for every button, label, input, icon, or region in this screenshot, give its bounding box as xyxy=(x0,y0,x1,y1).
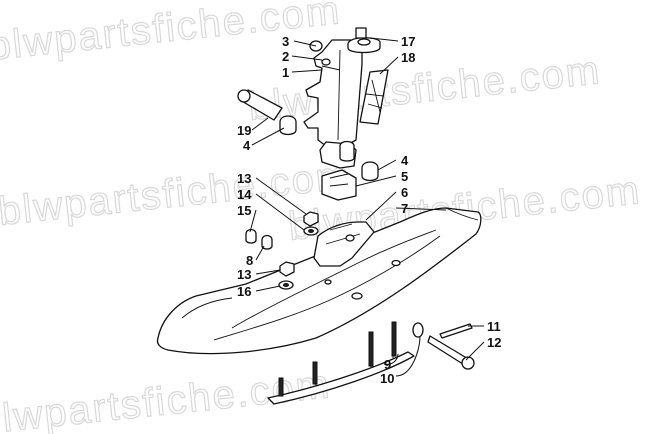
pivot-bolt xyxy=(412,322,475,370)
callout-4-lower: 4 xyxy=(401,153,409,168)
callout-3: 3 xyxy=(282,34,289,49)
callout-15: 15 xyxy=(237,203,251,218)
callout-1: 1 xyxy=(282,65,289,80)
hardware-nuts-washers xyxy=(245,211,319,290)
callout-9: 9 xyxy=(384,357,391,372)
callout-17: 17 xyxy=(401,34,415,49)
callout-11: 11 xyxy=(487,319,501,334)
callout-10: 10 xyxy=(380,371,394,386)
callout-13-lower: 13 xyxy=(237,267,251,282)
callout-labels: 3 2 1 17 18 19 4 4 5 6 7 13 14 15 8 13 1… xyxy=(237,34,501,386)
callout-16: 16 xyxy=(237,284,251,299)
watermark-text-upper-right: blwpartsfiche.com xyxy=(246,48,603,129)
decal xyxy=(359,69,389,125)
spindle-lower-block xyxy=(319,140,379,182)
callout-8: 8 xyxy=(246,253,253,268)
callout-5: 5 xyxy=(401,169,408,184)
callout-6: 6 xyxy=(401,185,408,200)
callout-14: 14 xyxy=(237,187,252,202)
bracket-clip xyxy=(321,169,357,201)
callout-13-upper: 13 xyxy=(237,171,251,186)
top-bolt xyxy=(347,27,381,54)
leader-lines xyxy=(249,37,485,377)
callout-19: 19 xyxy=(237,123,251,138)
ski-saddle-bracket xyxy=(313,221,375,267)
watermark-text-top: blwpartsfiche.com xyxy=(0,0,343,69)
callout-7: 7 xyxy=(401,201,408,216)
callout-2: 2 xyxy=(282,49,289,64)
spindle xyxy=(303,39,363,149)
callout-12: 12 xyxy=(487,335,501,350)
wear-bar xyxy=(267,321,415,405)
callout-18: 18 xyxy=(401,50,415,65)
callout-4-upper: 4 xyxy=(243,138,251,153)
handle-bushing xyxy=(237,89,297,136)
